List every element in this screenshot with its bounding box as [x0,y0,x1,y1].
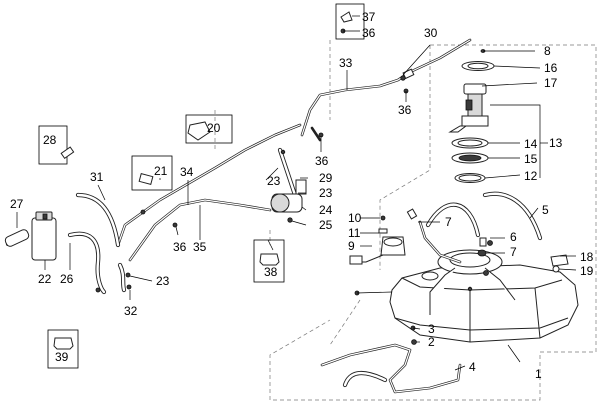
filler-hoses [406,191,543,264]
callout-9: 9 [348,239,355,253]
callout-33: 33 [339,56,353,70]
boxed-part-39 [47,329,79,369]
callout-18: 18 [580,250,594,264]
callout-4: 4 [469,360,476,374]
callout-37: 37 [362,10,376,24]
callout-2: 2 [428,335,435,349]
boxed-part-28 [38,125,75,165]
clip-and-grommet [550,254,569,273]
callout-27: 27 [10,197,24,211]
callout-39: 39 [55,350,69,364]
callout-24: 24 [319,203,333,217]
purge-valve [270,147,307,223]
fuel-tank [354,240,579,343]
charcoal-canister [31,211,57,261]
callout-8: 8 [544,44,551,58]
callout-11: 11 [348,226,361,240]
assembly-outline [214,40,597,401]
callout-23-right: 23 [319,186,333,200]
callout-15: 15 [524,152,538,166]
callout-36-low: 36 [173,240,187,254]
evap-lines [67,121,302,295]
callout-10: 10 [348,211,362,225]
callout-23-left: 23 [267,174,281,188]
boxed-part-20 [185,114,233,144]
callout-29: 29 [319,171,333,185]
callout-labels: 1 2 3 4 5 6 7 7 8 9 10 11 12 13 14 15 16… [10,10,594,381]
fuel-pump-assembly [448,49,495,183]
leader-lines [16,15,577,371]
callout-5: 5 [542,203,549,217]
callout-21: 21 [154,164,168,178]
callout-1: 1 [535,367,542,381]
callout-7-upper: 7 [445,215,452,229]
callout-20: 20 [207,121,221,135]
boxed-part-38 [253,239,285,283]
callout-12: 12 [524,169,538,183]
callout-34: 34 [180,165,194,179]
callout-36-boxed: 36 [362,26,376,40]
callout-35: 35 [193,240,207,254]
boxed-part-21 [131,155,173,191]
callout-28: 28 [43,133,57,147]
callout-31: 31 [90,170,104,184]
callout-17: 17 [544,76,558,90]
callout-36-top: 36 [398,103,412,117]
callout-19: 19 [580,264,594,278]
callout-6: 6 [510,230,517,244]
callout-14: 14 [524,137,538,151]
upper-fuel-lines [300,11,472,142]
callout-32: 32 [124,304,138,318]
callout-30: 30 [424,26,438,40]
callout-16: 16 [544,61,558,75]
callout-22: 22 [38,272,52,286]
callout-23-bottom: 23 [156,274,170,288]
fuel-sender [349,215,406,265]
callout-3: 3 [428,322,435,336]
callout-13: 13 [549,136,563,150]
drain-hose [4,229,30,247]
callout-38: 38 [264,265,278,279]
callout-26: 26 [60,272,74,286]
callout-36-mid: 36 [315,154,329,168]
callout-7-lower: 7 [510,245,517,259]
boxed-part-37 [335,3,365,40]
fuel-lines-bottom [320,325,462,394]
callout-25: 25 [319,218,333,232]
